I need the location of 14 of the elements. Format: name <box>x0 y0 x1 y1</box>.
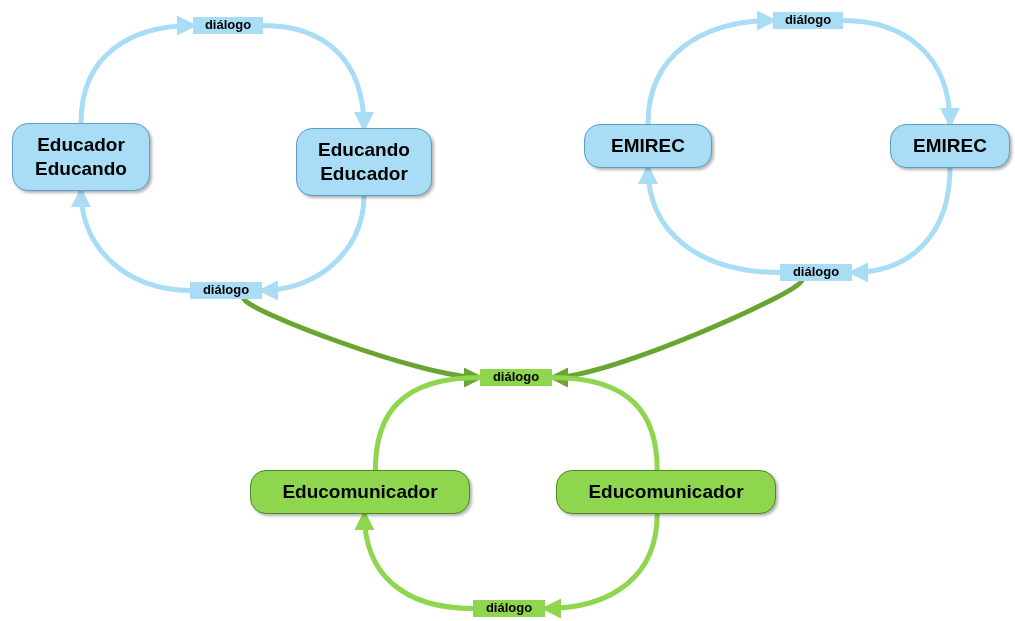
rounded-box: Educomunicador <box>250 470 470 514</box>
rounded-box: Educando Educador <box>296 128 432 196</box>
edge-label: diálogo <box>193 17 263 34</box>
curved-line <box>372 375 481 471</box>
edge-label: diálogo <box>773 12 843 29</box>
edge-label: diálogo <box>780 264 852 281</box>
rounded-box: Educador Educando <box>12 123 150 191</box>
rounded-box: EMIREC <box>890 124 1010 168</box>
edge-label: diálogo <box>190 282 262 299</box>
rounded-box: EMIREC <box>584 124 712 168</box>
curved-line <box>551 375 660 471</box>
edge-label: diálogo <box>480 369 552 386</box>
rounded-box: Educomunicador <box>556 470 776 514</box>
edge-label: diálogo <box>473 600 545 617</box>
